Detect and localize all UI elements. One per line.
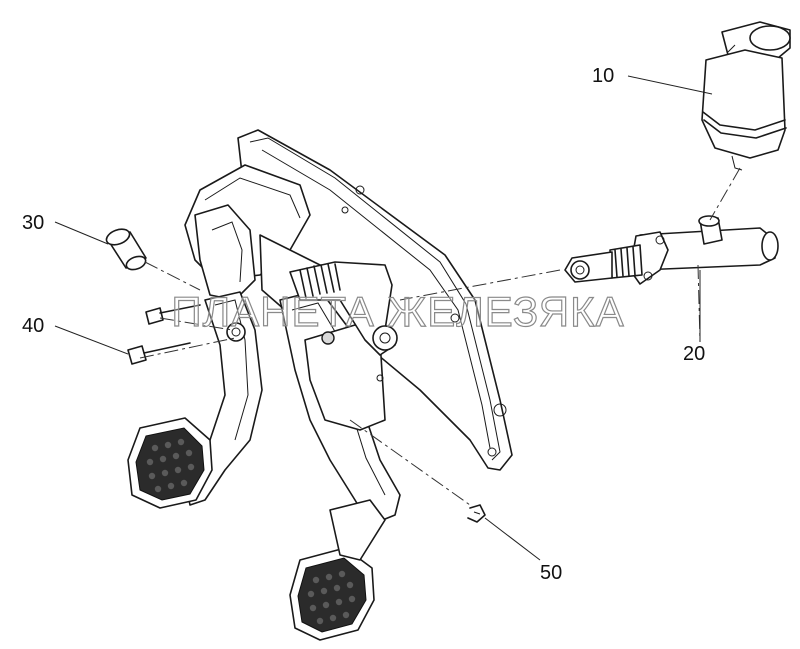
leader-lines xyxy=(54,75,713,561)
bolts xyxy=(127,304,201,365)
spring-assembly xyxy=(289,261,398,356)
bushing xyxy=(105,228,147,271)
brake-pedal xyxy=(279,289,401,641)
callout-label-30: 30 xyxy=(22,212,45,234)
watermark-text: ПЛАНЕТА ЖЕЛЕЗЯКА xyxy=(171,288,625,335)
retaining-clip xyxy=(467,504,486,523)
callout-label-50: 50 xyxy=(540,562,563,584)
assembly-axes xyxy=(139,167,741,506)
master-cylinder xyxy=(564,215,779,285)
callout-label-20: 20 xyxy=(683,343,706,365)
clutch-pedal xyxy=(127,291,263,509)
callout-label-40: 40 xyxy=(22,315,45,337)
callout-label-10: 10 xyxy=(592,65,615,87)
fluid-reservoir xyxy=(701,21,791,171)
